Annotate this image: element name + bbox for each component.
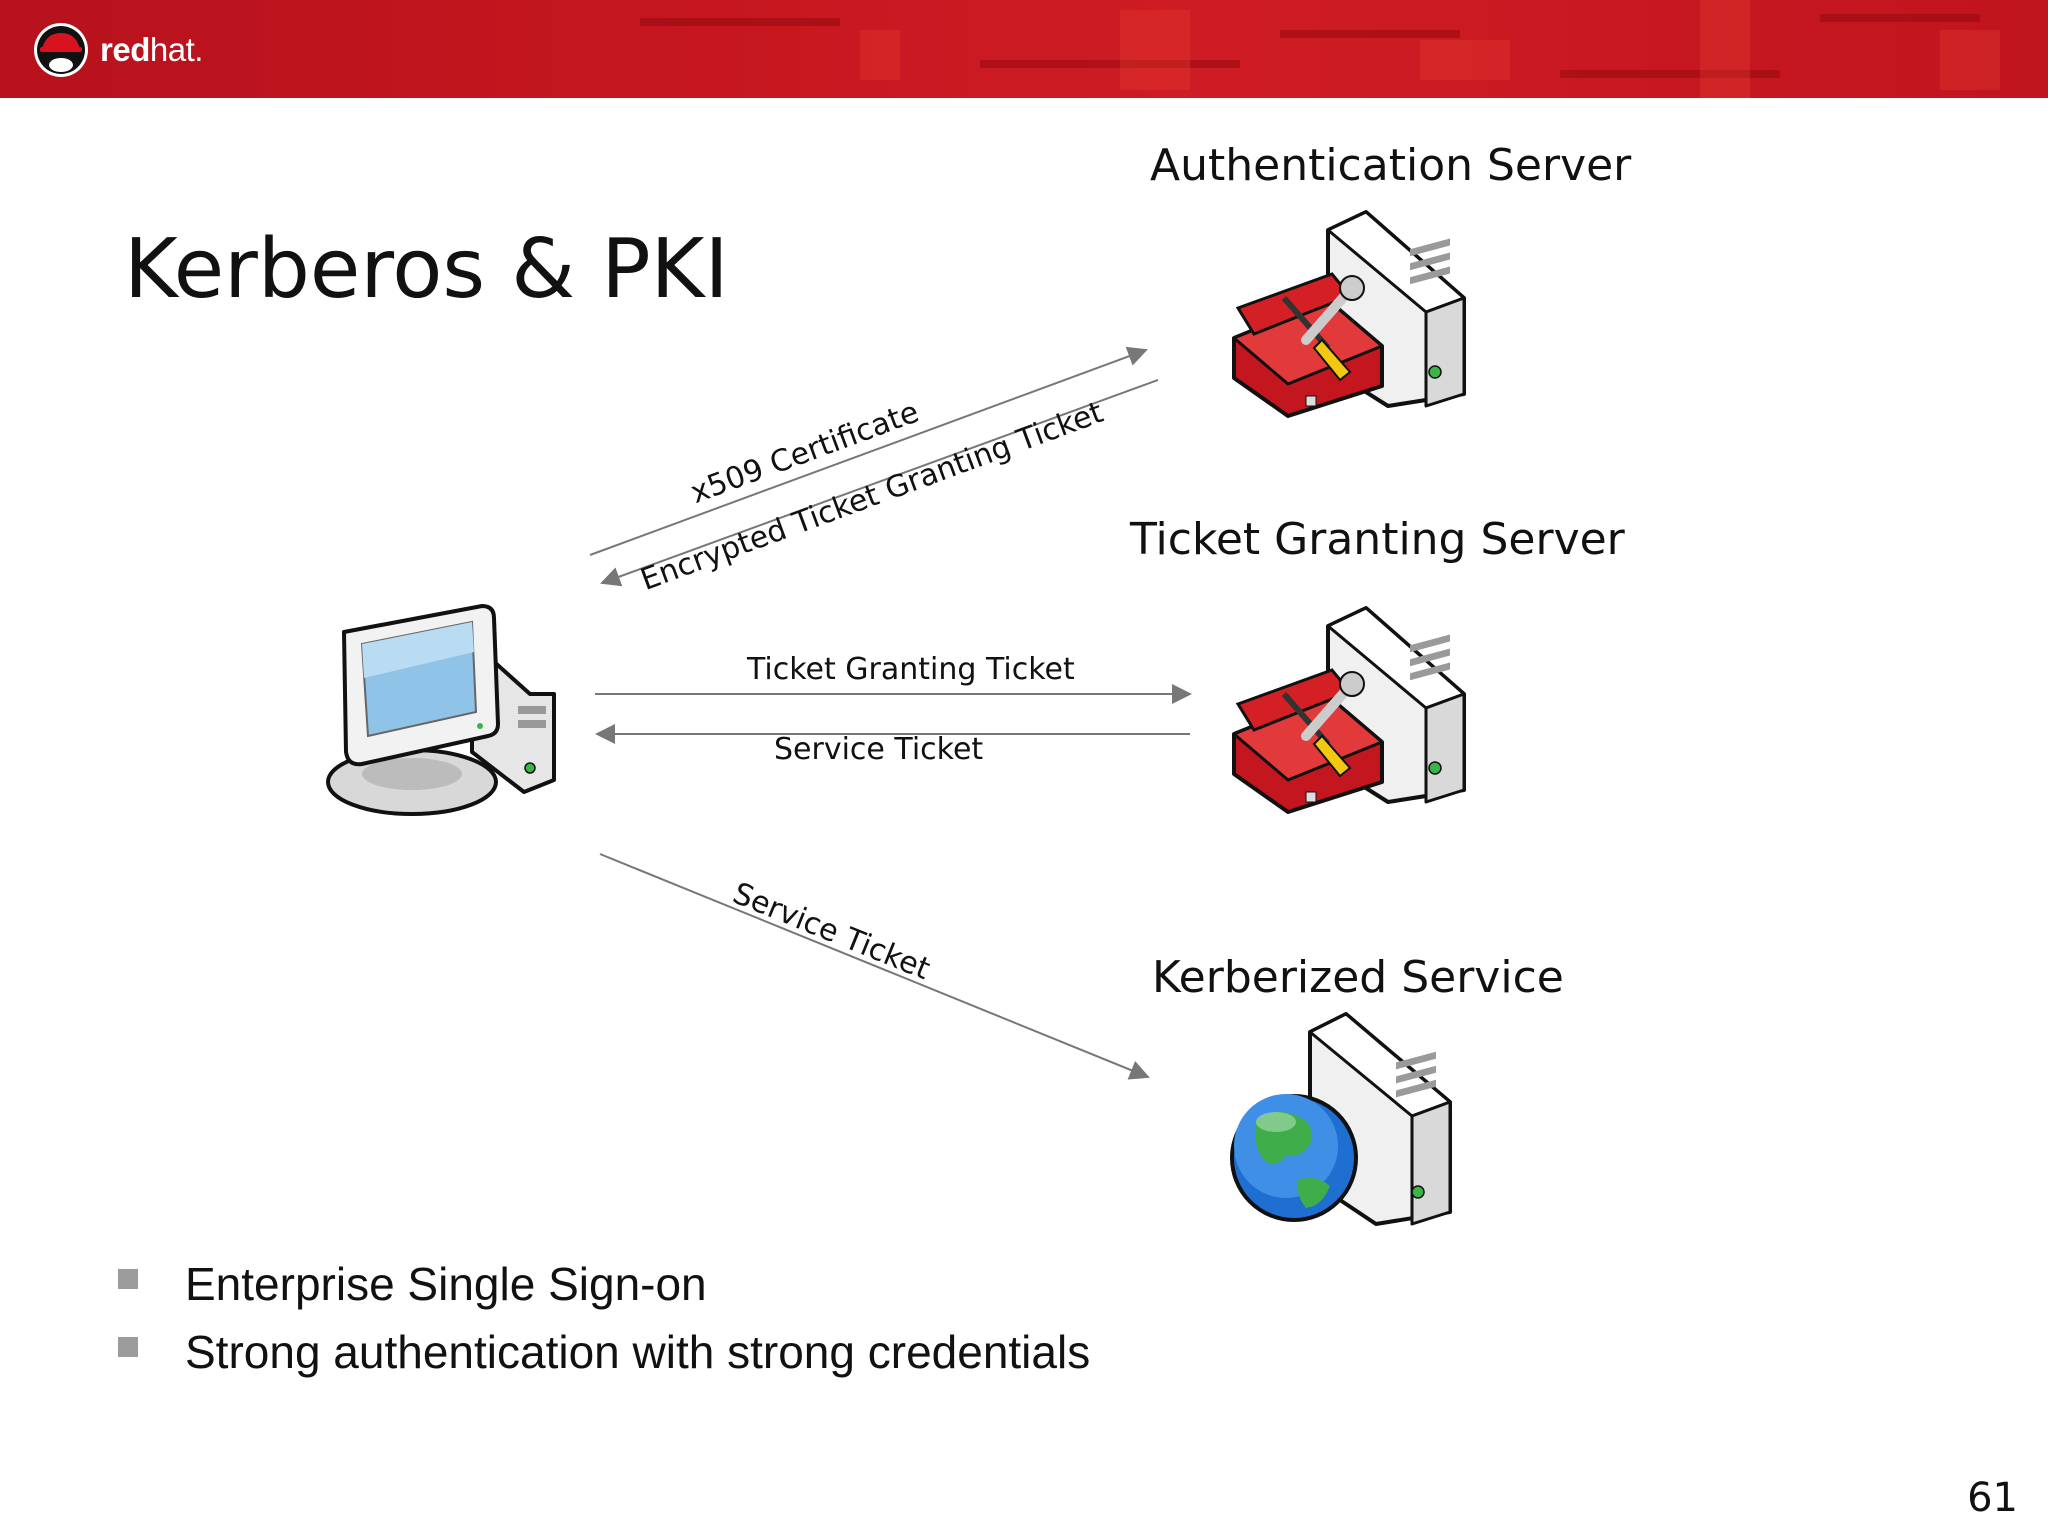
list-item: Strong authentication with strong creden… [118, 1318, 1090, 1386]
bullet-list: Enterprise Single Sign-on Strong authent… [118, 1250, 1090, 1386]
label-service-ticket-back: Service Ticket [774, 732, 984, 767]
label-authentication-server: Authentication Server [1150, 140, 1632, 191]
arrow-encrypted-tgt [600, 379, 1159, 587]
bullet-square-icon [118, 1269, 138, 1289]
shadowman-icon [34, 23, 88, 77]
toolbox-server-icon-tgs [1232, 606, 1466, 814]
desktop-computer-icon [326, 604, 556, 816]
page-number: 61 [1967, 1475, 2018, 1521]
bullet-square-icon [118, 1337, 138, 1357]
arrow-service-ticket-to-service [599, 853, 1150, 1080]
slide-title: Kerberos & PKI [124, 222, 729, 317]
label-kerberized-service: Kerberized Service [1152, 952, 1564, 1003]
toolbox-server-icon-auth [1232, 210, 1466, 418]
label-tgt: Ticket Granting Ticket [747, 652, 1075, 687]
header-banner: redhat. [0, 0, 2048, 98]
list-item: Enterprise Single Sign-on [118, 1250, 1090, 1318]
label-ticket-granting-server: Ticket Granting Server [1130, 514, 1625, 565]
logo-text: redhat. [100, 31, 203, 68]
redhat-logo: redhat. [32, 20, 203, 80]
globe-server-icon [1230, 1012, 1452, 1226]
arrow-x509-certificate [589, 346, 1148, 556]
